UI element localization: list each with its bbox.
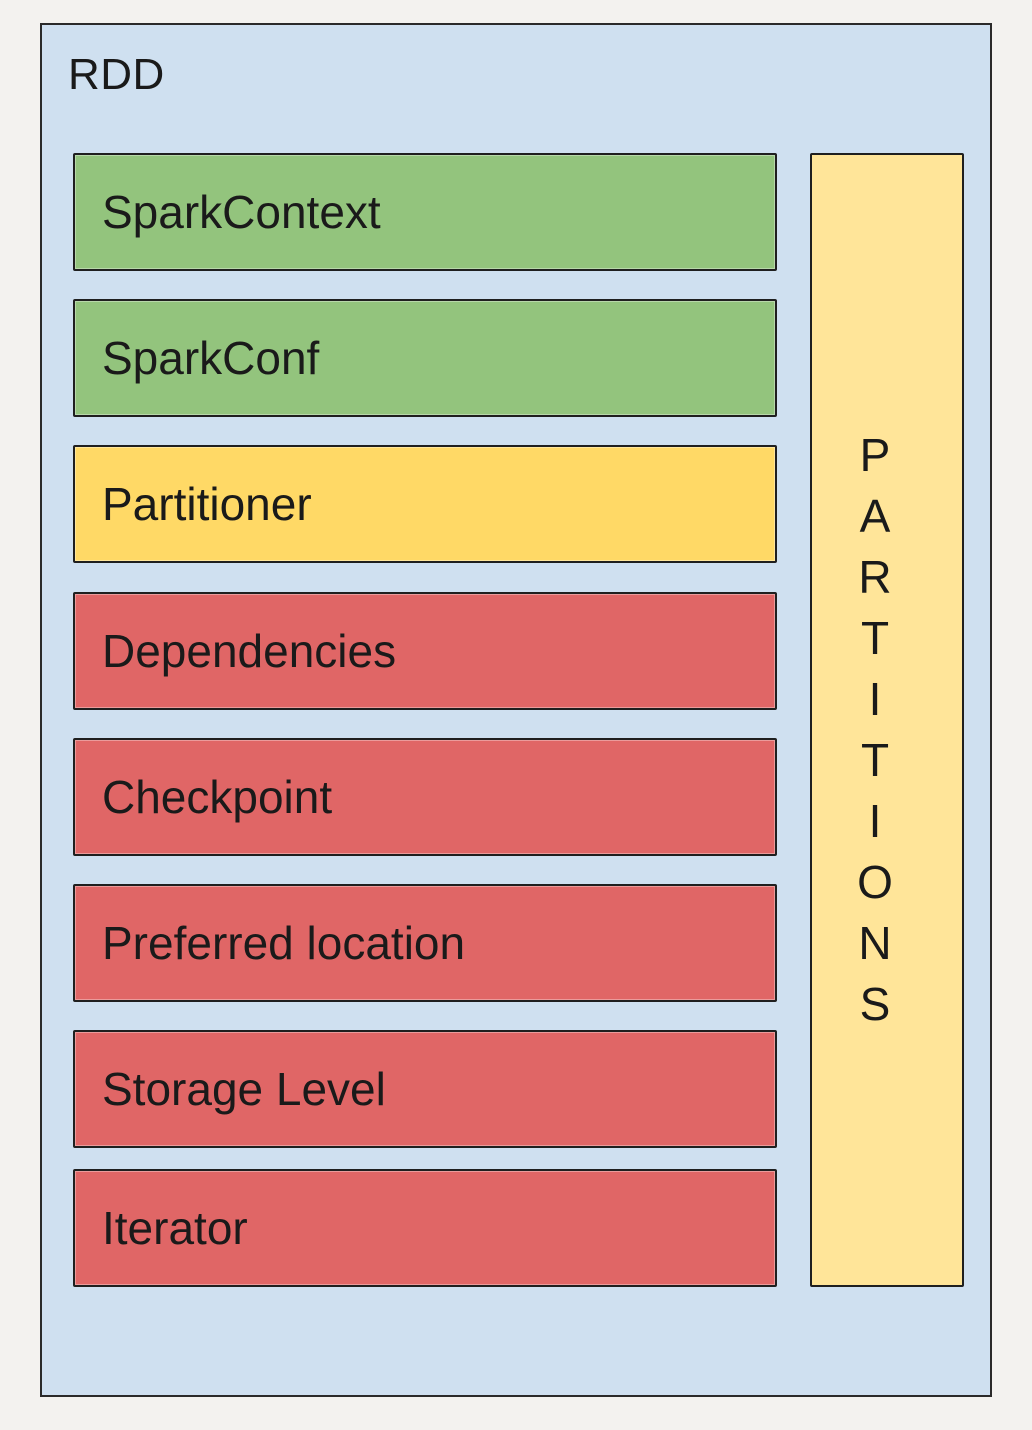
component-label: Preferred location (102, 917, 466, 969)
component-label: Storage Level (102, 1063, 386, 1115)
component-label: Checkpoint (102, 771, 333, 823)
component-dependencies: Dependencies (73, 592, 777, 710)
component-iterator: Iterator (73, 1169, 777, 1287)
partitions-letter: I (868, 673, 882, 725)
component-label: SparkConf (102, 332, 320, 384)
component-preferred-location: Preferred location (73, 884, 777, 1002)
partitions-letter: A (859, 490, 891, 542)
component-label: Partitioner (102, 478, 312, 530)
component-sparkcontext: SparkContext (73, 153, 777, 271)
component-sparkconf: SparkConf (73, 299, 777, 417)
component-storage-level: Storage Level (73, 1030, 777, 1148)
partitions-letter: N (858, 917, 892, 969)
partitions-letter: P (859, 429, 891, 481)
rdd-container: RDD SparkContext SparkConf Partitioner D… (40, 23, 992, 1397)
component-label: Dependencies (102, 625, 397, 677)
partitions-letter: T (860, 734, 890, 786)
component-label: SparkContext (102, 186, 381, 238)
rdd-title: RDD (68, 50, 165, 99)
partitions-letter: S (859, 978, 891, 1030)
component-checkpoint: Checkpoint (73, 738, 777, 856)
partitions-letter: T (860, 612, 890, 664)
partitions-letter: R (858, 551, 892, 603)
component-label: Iterator (102, 1202, 248, 1254)
partitions-letter: I (868, 795, 882, 847)
component-partitioner: Partitioner (73, 445, 777, 563)
partitions-letter: O (857, 856, 893, 908)
